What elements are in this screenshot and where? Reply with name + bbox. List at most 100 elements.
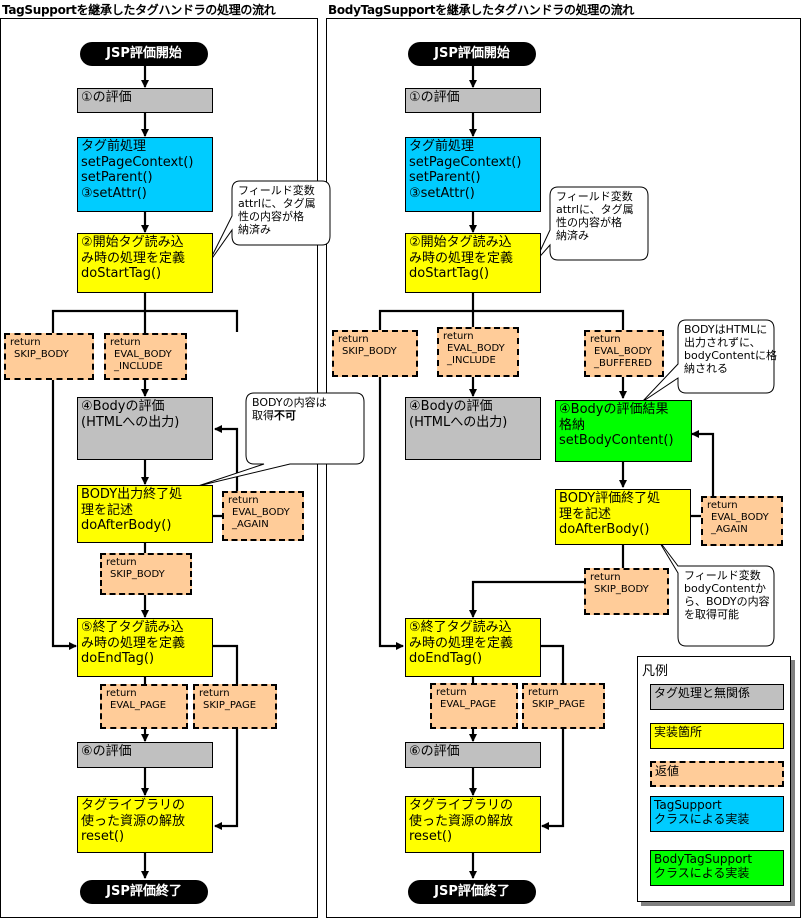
starttag-line: み時の処理を定義	[81, 250, 186, 266]
pre-line: setPageContext()	[81, 154, 194, 170]
eval1-label: ①の評価	[81, 90, 132, 105]
starttag-line: doStartTag()	[409, 266, 490, 281]
legend-item-implementation: 実装箇所	[650, 723, 784, 749]
eval6-label: ⑥の評価	[81, 744, 132, 759]
endtag-line: み時の処理を定義	[409, 635, 514, 651]
afterbody-line: doAfterBody()	[81, 518, 172, 533]
endtag-line: doEndTag()	[409, 651, 483, 666]
ret-line: EVAL_BODY	[114, 349, 172, 360]
ret-line: return	[10, 337, 41, 348]
note-line: attrlに、タグ属	[556, 203, 634, 216]
pre-line: ③setAttr()	[81, 185, 147, 201]
bodystore-line: 格納	[559, 417, 586, 433]
pre-line: setPageContext()	[409, 154, 522, 170]
pre-line: setParent()	[81, 170, 153, 185]
eval1-box: ①の評価	[77, 88, 213, 113]
ret-line: return	[436, 687, 467, 698]
return-eval-body-again: return EVAL_BODY _AGAIN	[222, 491, 304, 541]
starttag-line: doStartTag()	[81, 266, 162, 281]
legend-item-unrelated: タグ処理と無関係	[650, 684, 784, 710]
do-start-tag-box: ②開始タグ読み込 み時の処理を定義 doStartTag()	[77, 233, 213, 293]
legend-label: 返値	[655, 764, 680, 778]
pre-line: ③setAttr()	[409, 185, 475, 201]
body-eval-box: ④Bodyの評価 (HTMLへの出力)	[77, 397, 213, 460]
endtag-line: み時の処理を定義	[81, 635, 186, 651]
legend-item-bodytagsupport: BodyTagSupport クラスによる実装	[650, 850, 784, 886]
body-content-available-note: フィールド変数 bodyContentか ら、BODYの内容 を取得可能	[678, 566, 774, 624]
return-skip-page: return SKIP_PAGE	[522, 683, 605, 729]
ret-line: EVAL_BODY	[594, 346, 652, 357]
note-line: ら、BODYの内容	[684, 595, 770, 608]
release-line: 使った資源の解放	[409, 813, 514, 829]
note-line: 納済み	[556, 229, 589, 242]
return-skip-body-after: return SKIP_BODY	[100, 553, 192, 595]
return-skip-body-after: return SKIP_BODY	[584, 568, 669, 615]
jsp-eval-end-terminal: JSP評価終了	[80, 880, 208, 904]
legend-label: 実装箇所	[654, 725, 703, 739]
note-line: 性の内容が格	[556, 216, 622, 229]
note-line: BODYの内容は	[252, 396, 327, 409]
note-line: bodyContentか	[684, 582, 766, 595]
release-line: reset()	[81, 829, 125, 844]
eval6-label: ⑥の評価	[409, 744, 460, 759]
ret-line: return	[443, 331, 474, 342]
do-after-body-box: BODY評価終了処 理を記述 doAfterBody()	[555, 489, 691, 545]
ret-line: SKIP_PAGE	[532, 699, 586, 710]
note-line: を取得可能	[684, 608, 739, 621]
release-line: 使った資源の解放	[81, 813, 186, 829]
ret-line: _BUFFERED	[594, 358, 652, 369]
ret-line: SKIP_BODY	[110, 569, 165, 580]
release-line: タグライブラリの	[81, 798, 186, 813]
do-start-tag-box: ②開始タグ読み込 み時の処理を定義 doStartTag()	[405, 233, 541, 293]
eval1-box: ①の評価	[405, 88, 541, 113]
note-line: 納される	[684, 362, 728, 375]
ret-line: EVAL_BODY	[711, 512, 769, 523]
note-line: BODYはHTMLに	[684, 323, 768, 336]
ret-line: return	[228, 495, 259, 506]
endtag-line: ⑤終了タグ読み込	[409, 620, 512, 635]
note-line: フィールド変数	[238, 184, 315, 197]
bodystore-line: ④Bodyの評価結果	[559, 402, 669, 417]
ret-line: return	[590, 334, 621, 345]
legend-item-tagsupport: TagSupport クラスによる実装	[650, 796, 784, 832]
jsp-eval-start-terminal: JSP評価開始	[408, 42, 536, 66]
ret-line: _AGAIN	[711, 524, 748, 535]
right-panel-title: BodyTagSupportを継承したタグハンドラの処理の流れ	[328, 3, 635, 17]
body-eval-box: ④Bodyの評価 (HTMLへの出力)	[405, 397, 541, 460]
note-line: 納済み	[238, 223, 271, 236]
body-line: ④Bodyの評価	[409, 399, 493, 414]
tag-preprocess-box: タグ前処理 setPageContext() setParent() ③setA…	[405, 137, 541, 212]
ret-line: return	[707, 500, 738, 511]
ret-line: SKIP_BODY	[342, 346, 397, 357]
ret-line: return	[110, 337, 141, 348]
ret-line: return	[338, 334, 369, 345]
do-end-tag-box: ⑤終了タグ読み込 み時の処理を定義 doEndTag()	[77, 618, 213, 677]
field-variable-attr-note: フィールド変数 attrlに、タグ属 性の内容が格 納済み	[232, 181, 330, 239]
ret-line: EVAL_PAGE	[440, 699, 497, 710]
ret-line: _INCLUDE	[114, 361, 163, 372]
note-line: 性の内容が格	[238, 210, 304, 223]
note-line: 取得不可	[252, 409, 358, 422]
body-line: ④Bodyの評価	[81, 399, 165, 414]
ret-line: SKIP_BODY	[594, 584, 649, 595]
note-line: bodyContentに格	[684, 349, 777, 362]
return-skip-body: return SKIP_BODY	[332, 330, 418, 377]
do-end-tag-box: ⑤終了タグ読み込 み時の処理を定義 doEndTag()	[405, 618, 541, 677]
release-line: タグライブラリの	[409, 798, 514, 813]
release-resources-box: タグライブラリの 使った資源の解放 reset()	[405, 796, 541, 853]
legend-title: 凡例	[642, 664, 669, 679]
release-line: reset()	[409, 829, 453, 844]
endtag-line: doEndTag()	[81, 651, 155, 666]
ret-line: EVAL_BODY	[447, 343, 505, 354]
ret-line: SKIP_BODY	[14, 349, 69, 360]
ret-line: return	[106, 557, 137, 568]
note-line: フィールド変数	[684, 569, 761, 582]
ret-line: return	[199, 688, 230, 699]
legend-label: クラスによる実装	[654, 866, 750, 880]
note-word: 取得	[252, 409, 274, 422]
release-resources-box: タグライブラリの 使った資源の解放 reset()	[77, 796, 213, 853]
ret-line: return	[528, 687, 559, 698]
return-eval-body-include: return EVAL_BODY _INCLUDE	[104, 333, 187, 380]
afterbody-line: doAfterBody()	[559, 522, 650, 537]
